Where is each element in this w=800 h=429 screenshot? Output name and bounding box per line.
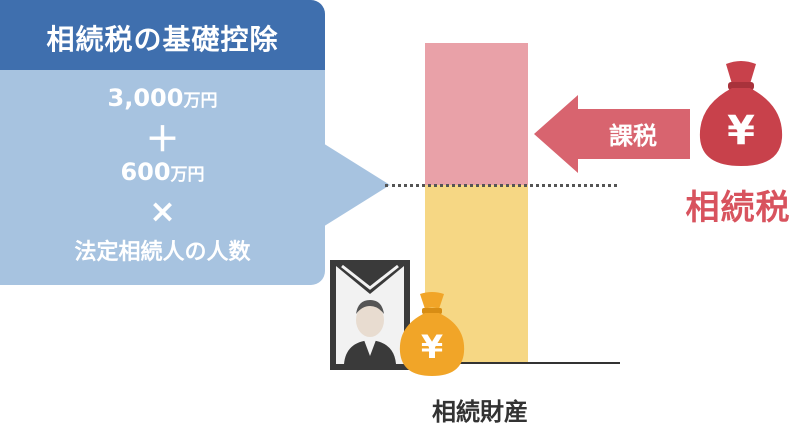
callout-header xyxy=(0,0,325,70)
callout-pointer xyxy=(318,140,390,230)
baseline xyxy=(425,362,620,364)
deduction-threshold-line xyxy=(385,184,617,187)
plus-sign: ＋ xyxy=(145,120,180,160)
basic-amount: 3,000万円 xyxy=(0,84,325,112)
deceased-portrait-icon xyxy=(330,260,410,370)
callout-body xyxy=(0,70,325,285)
estate-bag-symbol: ¥ xyxy=(421,328,443,366)
heirs-count-label: 法定相続人の人数 xyxy=(74,240,251,265)
per-heir-amount: 600万円 xyxy=(0,158,325,186)
inherited-assets-label: 相続財産 xyxy=(432,398,528,426)
taxation-arrow-icon xyxy=(534,95,690,173)
per-heir-amount-unit: 万円 xyxy=(170,165,205,185)
taxable-portion-bar xyxy=(425,43,528,185)
tax-bag-symbol: ¥ xyxy=(727,108,755,154)
estate-money-bag-icon: ¥ xyxy=(399,292,465,376)
inheritance-tax-label: 相続税 xyxy=(685,188,791,228)
per-heir-amount-value: 600 xyxy=(120,158,171,186)
tax-money-bag-icon: ¥ xyxy=(699,61,783,166)
basic-amount-unit: 万円 xyxy=(183,91,218,111)
callout-title: 相続税の基礎控除 xyxy=(46,23,279,56)
times-sign: × xyxy=(149,192,176,230)
taxation-label: 課税 xyxy=(609,122,657,150)
basic-amount-value: 3,000 xyxy=(107,84,184,112)
